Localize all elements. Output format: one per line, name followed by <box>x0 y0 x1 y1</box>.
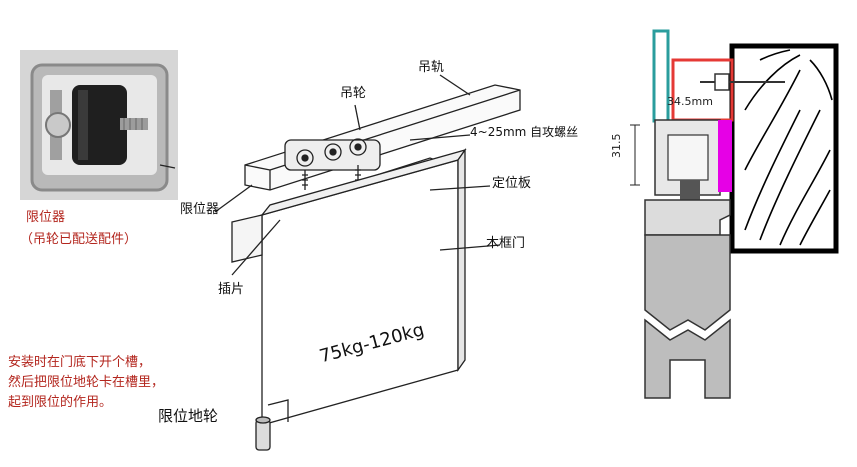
leader-door <box>439 244 501 251</box>
label-wheel: 吊轮 <box>340 86 367 101</box>
door-header <box>644 199 731 236</box>
photo-caption-title: 限位器 <box>26 210 66 225</box>
magenta-strip <box>718 120 732 192</box>
leader-photo <box>159 164 176 169</box>
dim-height-label: 31.5 <box>610 133 623 159</box>
leader-screw <box>409 134 471 141</box>
insert-bracket <box>231 214 263 263</box>
leader-insert <box>231 219 281 276</box>
teal-outline <box>652 29 670 123</box>
track-edge <box>244 164 271 171</box>
door-profile-upper <box>644 234 731 331</box>
leader-track <box>439 74 471 96</box>
wheel-1 <box>296 149 314 167</box>
wheel-3 <box>349 138 367 156</box>
stopper-photo-art <box>20 50 178 200</box>
door-slot <box>267 399 289 422</box>
dim-width-label: 34.5mm <box>667 95 713 108</box>
bolt-2 <box>355 165 361 185</box>
label-track: 吊轨 <box>418 60 445 75</box>
label-stopper: 限位器 <box>180 202 220 217</box>
label-plate: 定位板 <box>492 176 532 191</box>
label-floor-guide: 限位地轮 <box>158 407 219 425</box>
wall-block <box>729 43 839 254</box>
cross-section <box>630 29 839 399</box>
wood-grain <box>744 49 833 246</box>
photo-caption-note: （吊轮已配送配件） <box>20 232 138 247</box>
wheel-2 <box>324 143 342 161</box>
floor-guide-body <box>255 419 271 451</box>
label-door: 木框门 <box>486 236 526 251</box>
screw-head <box>714 73 730 91</box>
door-profile-lower <box>644 318 731 399</box>
leader-wheel <box>354 104 361 131</box>
leader-plate <box>429 185 491 191</box>
door-side <box>457 147 466 373</box>
bolt-1 <box>302 170 308 190</box>
stopper-photo <box>20 50 178 200</box>
label-insert: 插片 <box>218 282 245 297</box>
label-screw: 4~25mm 自攻螺丝 <box>470 125 579 139</box>
leader-stopper <box>214 184 253 213</box>
install-note-line-3: 起到限位的作用。 <box>8 395 113 410</box>
install-note-line-1: 安装时在门底下开个槽， <box>8 355 152 370</box>
hanger-nut <box>680 180 700 200</box>
install-note-line-2: 然后把限位地轮卡在槽里， <box>8 375 165 390</box>
